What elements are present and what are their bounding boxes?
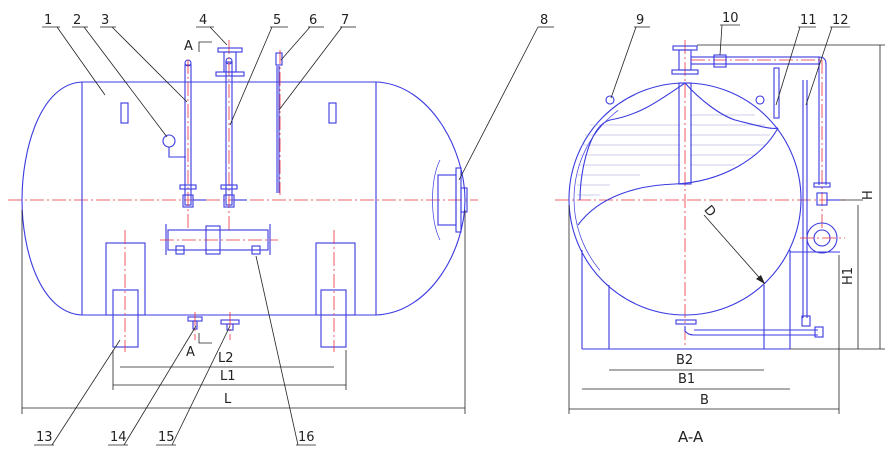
dimension-L2: L2	[120, 351, 334, 368]
section-title: A-A	[678, 428, 704, 446]
callout-2: 2	[73, 13, 81, 28]
lifting-lug	[120, 102, 129, 124]
section-view: D B2 B1 B H H1 A-A 9	[555, 11, 885, 446]
callout-16: 16	[298, 430, 315, 445]
connecting-pipe	[690, 56, 840, 230]
dimension-label: L1	[220, 369, 236, 384]
dimension-B: B	[568, 205, 840, 414]
callout-12: 12	[832, 13, 849, 28]
callout-4: 4	[199, 13, 207, 28]
manifold	[160, 224, 278, 255]
front-view: A A L2 L1 L 1 2 3 4 5	[8, 13, 554, 446]
dimension-label: D	[701, 203, 719, 220]
callout-3: 3	[101, 13, 109, 28]
vessel-body	[21, 81, 466, 316]
dimension-H1: H1	[840, 199, 863, 349]
dimension-D: D	[701, 203, 766, 285]
dimension-H: H	[697, 44, 885, 350]
callout-15: 15	[158, 430, 175, 445]
manhole	[432, 159, 468, 241]
lifting-lug	[605, 95, 615, 105]
dimension-label: H	[861, 190, 876, 200]
fitting-11	[773, 67, 780, 119]
callout-5: 5	[273, 13, 281, 28]
nozzle-4	[215, 47, 245, 77]
callout-10: 10	[722, 11, 739, 26]
pipe-5	[220, 40, 247, 230]
callout-14: 14	[110, 430, 127, 445]
callout-13: 13	[36, 430, 53, 445]
dimension-B2: B2	[609, 353, 764, 371]
dimension-label: L2	[218, 351, 234, 366]
dimension-label: B2	[676, 353, 693, 368]
bladder-cutaway	[577, 82, 779, 226]
section-mark-top: A	[184, 39, 193, 54]
dimension-L1: L1	[112, 350, 347, 390]
pump-flange	[800, 222, 845, 254]
bottom-pipe	[675, 319, 824, 338]
callout-7: 7	[341, 13, 349, 28]
callouts-front-top: 1 2 3 4 5 6 7 8	[42, 13, 554, 181]
callouts-section: 9 10 11 12	[610, 11, 850, 106]
pressure-gauge	[162, 134, 186, 158]
section-mark-bottom: A	[186, 345, 195, 360]
support-frame	[581, 250, 840, 350]
dimension-label: B	[700, 393, 709, 408]
callout-8: 8	[540, 13, 548, 28]
level-gauge	[275, 50, 283, 195]
gauge-tube-12	[801, 80, 811, 327]
dimension-label: B1	[678, 372, 695, 387]
callout-9: 9	[636, 13, 644, 28]
lifting-lug	[328, 102, 337, 124]
dimension-label: L	[224, 392, 232, 407]
callout-11: 11	[800, 13, 817, 28]
dimension-label: H1	[841, 267, 856, 285]
dimension-B1: B1	[582, 372, 790, 390]
dimension-L: L	[21, 210, 466, 414]
lifting-lug	[755, 95, 765, 105]
pipe-3	[179, 59, 206, 230]
saddle-support-right	[315, 230, 356, 352]
callout-1: 1	[44, 13, 52, 28]
drain-nozzle-14	[187, 312, 203, 340]
callout-6: 6	[309, 13, 317, 28]
saddle-support-left	[105, 230, 146, 352]
callouts-front-bottom: 13 14 15 16	[34, 255, 316, 446]
